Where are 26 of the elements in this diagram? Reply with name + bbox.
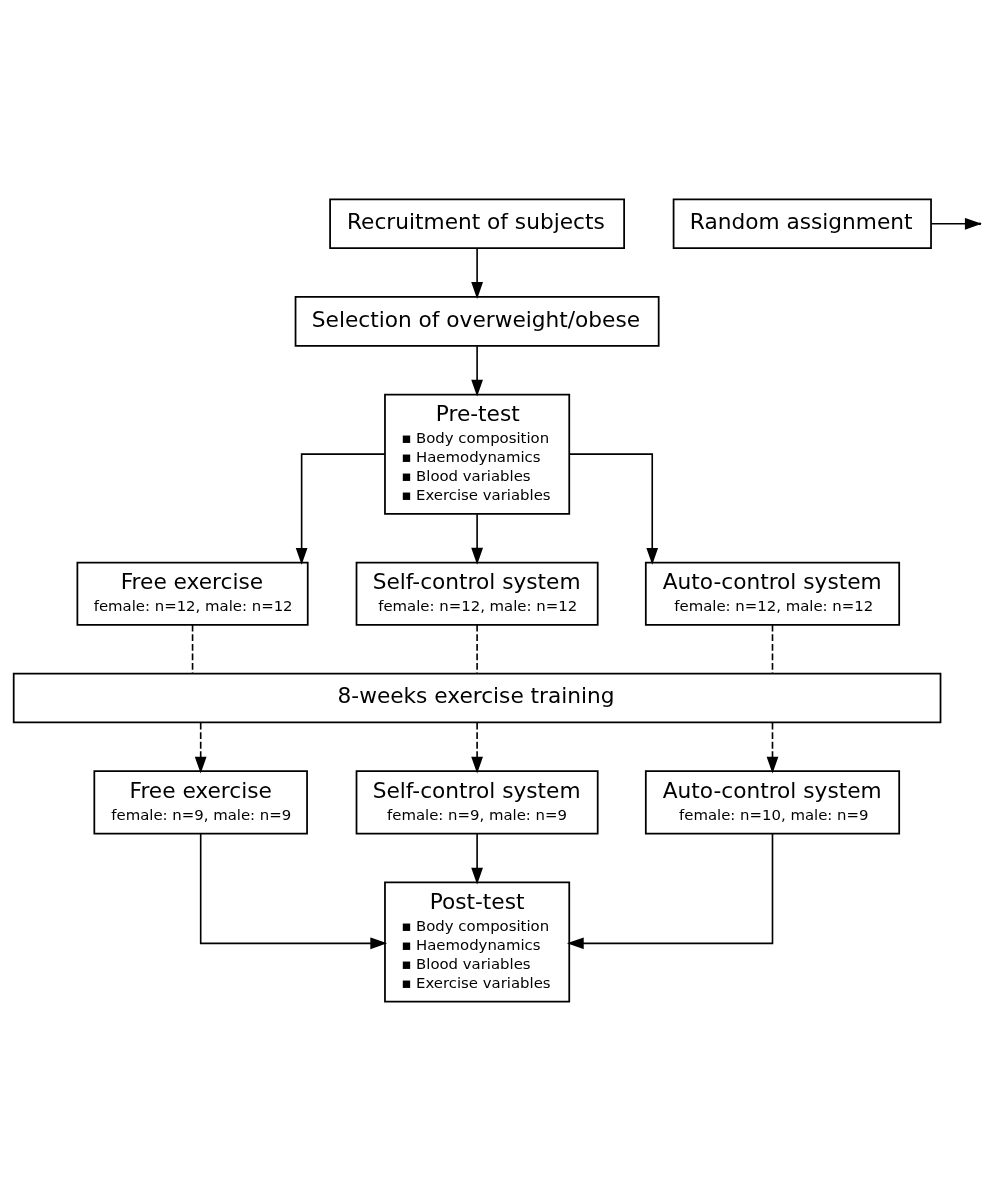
node-box: 8-weeks exercise training — [12, 672, 942, 724]
node-box: Auto-control system female: n=12, male: n=12 — [644, 561, 901, 626]
arrow — [471, 247, 483, 299]
arrow — [295, 453, 386, 565]
node-box: Pre-test ▪ Body composition ▪ Haemodynamics ▪ Blood variables ▪ Exercise variables — [384, 393, 571, 515]
node-box: Free exercise female: n=9, male: n=9 — [93, 770, 308, 835]
node-box: Self-control system female: n=9, male: n=9 — [355, 770, 599, 835]
connector — [771, 624, 774, 674]
arrow — [194, 721, 207, 774]
arrow — [566, 832, 774, 950]
node-box: Recruitment of subjects — [329, 198, 625, 250]
connector — [476, 624, 478, 674]
arrow — [471, 832, 483, 885]
arrow — [471, 345, 483, 397]
node-box: Random assignment — [672, 198, 932, 250]
node-box: Self-control system female: n=12, male: n=12 — [355, 561, 599, 626]
node-box: Auto-control system female: n=10, male: n=9 — [644, 770, 901, 835]
arrow — [568, 453, 659, 565]
arrow — [471, 721, 483, 774]
node-box: Post-test ▪ Body composition ▪ Haemodynamics ▪ Blood variables ▪ Exercise variables — [384, 881, 571, 1003]
node-box: Free exercise female: n=12, male: n=12 — [76, 561, 309, 626]
arrow — [766, 721, 779, 774]
connector — [191, 624, 194, 674]
arrow — [199, 832, 388, 950]
arrow — [471, 513, 483, 565]
node-box: Selection of overweight/obese — [294, 296, 660, 347]
